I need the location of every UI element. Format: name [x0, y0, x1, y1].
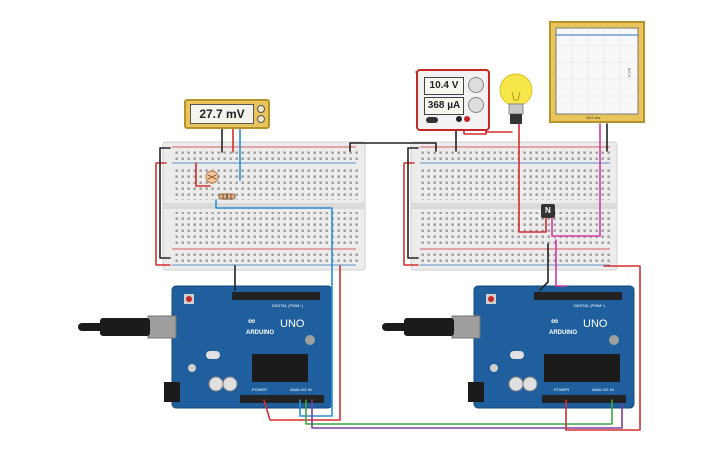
psu-terminal-red[interactable] — [464, 116, 470, 122]
power-supply[interactable]: 10.4 V 368 µA — [416, 69, 490, 131]
wire-purple[interactable] — [311, 399, 623, 429]
transistor-label: N — [545, 206, 551, 215]
wire-ldr-red[interactable] — [195, 162, 211, 187]
arduino-right-model: UNO — [583, 318, 608, 330]
arduino-right-digital-header: DIGITAL (PWM~) — [574, 303, 605, 308]
multimeter[interactable]: 27.7 mV — [184, 99, 270, 129]
wire-bulb-collector[interactable] — [518, 123, 547, 233]
multimeter-knob-icon[interactable] — [257, 105, 265, 113]
wire-green[interactable] — [305, 399, 613, 425]
psu-current-display: 368 µA — [424, 97, 464, 115]
wire-rail-left-red[interactable] — [155, 162, 171, 266]
wire-base-magenta[interactable] — [555, 239, 567, 287]
arduino-board-left[interactable] — [164, 285, 333, 409]
multimeter-knob-icon-2[interactable] — [257, 115, 265, 123]
voltage-knob-icon[interactable] — [468, 77, 484, 93]
arduino-right-logo-icon: ∞ — [551, 316, 559, 327]
wire-5v-left[interactable] — [263, 265, 341, 421]
wire-gnd-right[interactable] — [539, 243, 549, 291]
arduino-left-digital-header: DIGITAL (PWM~) — [272, 303, 303, 308]
wire-scope-magenta[interactable] — [551, 123, 601, 237]
breadboard-right[interactable] — [410, 141, 618, 271]
multimeter-display: 27.7 mV — [190, 104, 254, 124]
photoresistor[interactable] — [205, 170, 219, 184]
usb-cable-left — [78, 315, 177, 339]
arduino-right-power-header: POWER — [554, 387, 570, 392]
psu-terminal-black[interactable] — [456, 116, 462, 122]
wire-rail-left-black[interactable] — [159, 147, 171, 259]
wire-rail-right-red[interactable] — [403, 162, 419, 266]
wire-a0-blue[interactable] — [215, 199, 333, 417]
arduino-left-brand: ARDUINO — [246, 330, 274, 336]
wire-rail-right-black[interactable] — [407, 147, 419, 259]
resistor[interactable] — [218, 193, 236, 200]
oscilloscope[interactable] — [549, 21, 645, 123]
transistor[interactable] — [541, 204, 555, 218]
arduino-left-analog-header: ANALOG IN — [290, 387, 312, 392]
arduino-right-brand: ARDUINO — [549, 330, 577, 336]
arduino-left-model: UNO — [280, 318, 305, 330]
breadboard-left[interactable] — [162, 141, 366, 271]
oscilloscope-volt-label: 0.0 V — [627, 68, 632, 78]
light-bulb[interactable] — [499, 73, 533, 124]
psu-voltage-display: 10.4 V — [424, 77, 464, 95]
psu-switch[interactable] — [426, 117, 438, 123]
wire-bridge-black[interactable] — [349, 142, 437, 152]
usb-cable-right — [382, 315, 481, 339]
arduino-left-logo-icon: ∞ — [248, 316, 256, 327]
arduino-right-analog-header: ANALOG IN — [592, 387, 614, 392]
wire-5v-right[interactable] — [565, 265, 641, 431]
current-knob-icon[interactable] — [468, 97, 484, 113]
oscilloscope-time-label: 10.0 ms — [586, 115, 601, 120]
arduino-board-right[interactable] — [468, 285, 635, 409]
arduino-left-power-header: POWER — [252, 387, 268, 392]
